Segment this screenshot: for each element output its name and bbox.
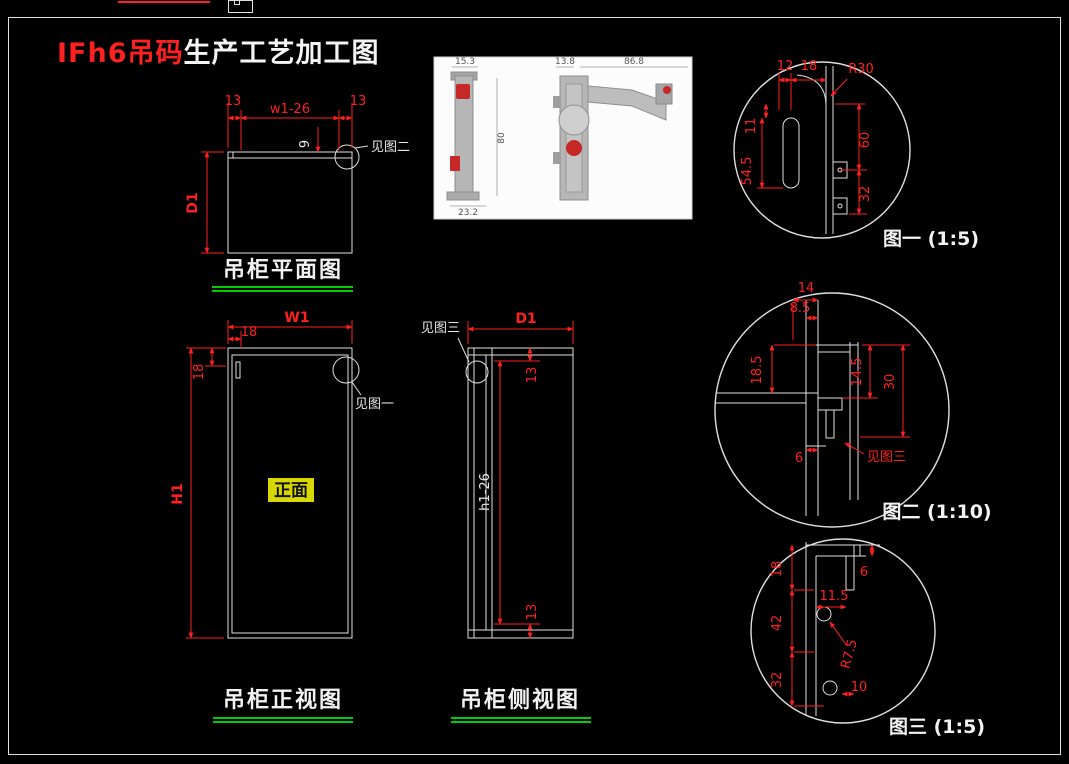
window-tab-notch: [234, 0, 240, 5]
dim-d3-10: 10: [851, 680, 868, 695]
product-photo-right: 13.8 86.8: [553, 57, 688, 201]
dim-d1-32: 32: [858, 186, 873, 203]
dim-d2-185: 18.5: [750, 356, 765, 385]
dim-d3-32: 32: [770, 672, 785, 689]
page-title: IFh6吊码生产工艺加工图: [57, 38, 380, 69]
dim-front-width: W1: [284, 310, 309, 326]
dim-d3-r75: R7.5: [839, 638, 861, 671]
photo-dim-depth: 23.2: [458, 208, 478, 218]
detail-one-marker-circle: [332, 356, 360, 384]
front-view: 见图一 W1 18 18 H1 正面 吊柜正视图: [170, 310, 394, 723]
photo-dim-height: 80: [497, 132, 507, 144]
dim-d1-18: 18: [801, 59, 818, 74]
detail-three-marker-circle: [465, 360, 489, 384]
detail-three-label: 图三 (1:5): [889, 716, 985, 738]
plan-note: 见图二: [371, 140, 410, 155]
photo-dim-width: 15.3: [455, 57, 475, 67]
detail-two-circle: [714, 292, 950, 528]
face-highlight: [268, 478, 314, 502]
front-note: 见图一: [355, 397, 394, 412]
product-photo-left: 15.3 80 23.2: [446, 57, 507, 218]
window-tab[interactable]: [228, 0, 253, 13]
dim-front-top-offset: 18: [241, 325, 258, 340]
dim-d1-11: 11: [744, 118, 759, 135]
dim-d2-6: 6: [795, 451, 803, 466]
dim-plan-edge: 9: [298, 140, 313, 148]
detail-three-circle: [750, 538, 936, 724]
dim-front-height: H1: [170, 483, 186, 504]
dim-d3-42: 42: [770, 615, 785, 632]
top-red-marker: [118, 1, 210, 3]
dim-side-depth: D1: [515, 311, 536, 327]
plan-view: 见图二 13 w1-26 13 9 D1 吊柜平面图: [185, 94, 410, 292]
detail-view-three: 18 6 11.5 42 32 R7.5 10 图三 (1:5): [750, 538, 985, 738]
dim-d1-12: 12: [777, 59, 794, 74]
face-label: 正面: [274, 481, 308, 501]
detail-one-label: 图一 (1:5): [883, 228, 979, 250]
dim-d1-r30: R30: [848, 62, 874, 77]
screw-hole-top: [816, 606, 832, 622]
side-view: 见图三 D1 13 h1-26 13 吊柜侧视图: [421, 311, 591, 723]
drawing-frame: [8, 0, 1061, 755]
border-rect: [8, 17, 1061, 755]
title-block: IFh6吊码生产工艺加工图: [57, 38, 380, 69]
dim-d3-18: 18: [770, 561, 785, 578]
cabinet-plan-outline: [227, 151, 353, 254]
dim-d2-30: 30: [883, 374, 898, 391]
dim-plan-left: 13: [225, 94, 242, 109]
dim-plan-depth: D1: [185, 192, 201, 213]
red-clip: [450, 156, 460, 171]
side-view-label: 吊柜侧视图: [460, 687, 580, 713]
dim-front-side-offset: 18: [192, 364, 207, 381]
bracket-arm: [587, 85, 667, 121]
detail-one-circle: [733, 61, 911, 239]
title-brand: IFh6吊码: [57, 38, 184, 69]
rail-hook: [817, 397, 843, 411]
detail-two-note: 见图三: [867, 450, 906, 465]
dim-plan-width: w1-26: [270, 102, 310, 117]
dim-d3-115: 11.5: [820, 589, 849, 604]
dim-side-height: h1-26: [478, 473, 493, 511]
photo-dim-thickness: 13.8: [555, 57, 575, 67]
detail-view-one: 12 18 R30 11 54.5 60 32 图一 (1:5): [733, 59, 979, 250]
red-knob: [456, 84, 470, 99]
dim-d2-145: 14.5: [850, 358, 865, 387]
photo-dim-length: 86.8: [624, 57, 644, 67]
dim-plan-right: 13: [350, 94, 367, 109]
detail-two-label: 图二 (1:10): [882, 501, 991, 523]
dim-d3-6: 6: [860, 565, 868, 580]
cabinet-side-outline: [467, 347, 574, 639]
plan-view-label: 吊柜平面图: [223, 257, 343, 283]
detail-view-two: 14 8.5 18.5 14.5 30 6 见图三 图二 (1:10): [714, 281, 992, 528]
dim-d2-14: 14: [798, 281, 815, 296]
cabinet-front-outline: [227, 347, 353, 639]
dim-d1-545: 54.5: [740, 157, 755, 186]
title-rest: 生产工艺加工图: [184, 38, 380, 69]
front-view-label: 吊柜正视图: [223, 687, 343, 713]
dim-d2-85: 8.5: [790, 301, 811, 316]
dim-side-bottom: 13: [525, 604, 540, 621]
screw-hole-bottom: [822, 680, 838, 696]
dim-d1-60: 60: [858, 132, 873, 149]
side-note: 见图三: [421, 321, 460, 336]
slot-cutout: [782, 117, 800, 189]
red-adjuster: [566, 140, 582, 156]
detail-two-marker-circle: [334, 144, 360, 170]
dim-side-top: 13: [525, 367, 540, 384]
product-photo-panel: 15.3 80 23.2 13.8 86.8: [433, 56, 693, 220]
